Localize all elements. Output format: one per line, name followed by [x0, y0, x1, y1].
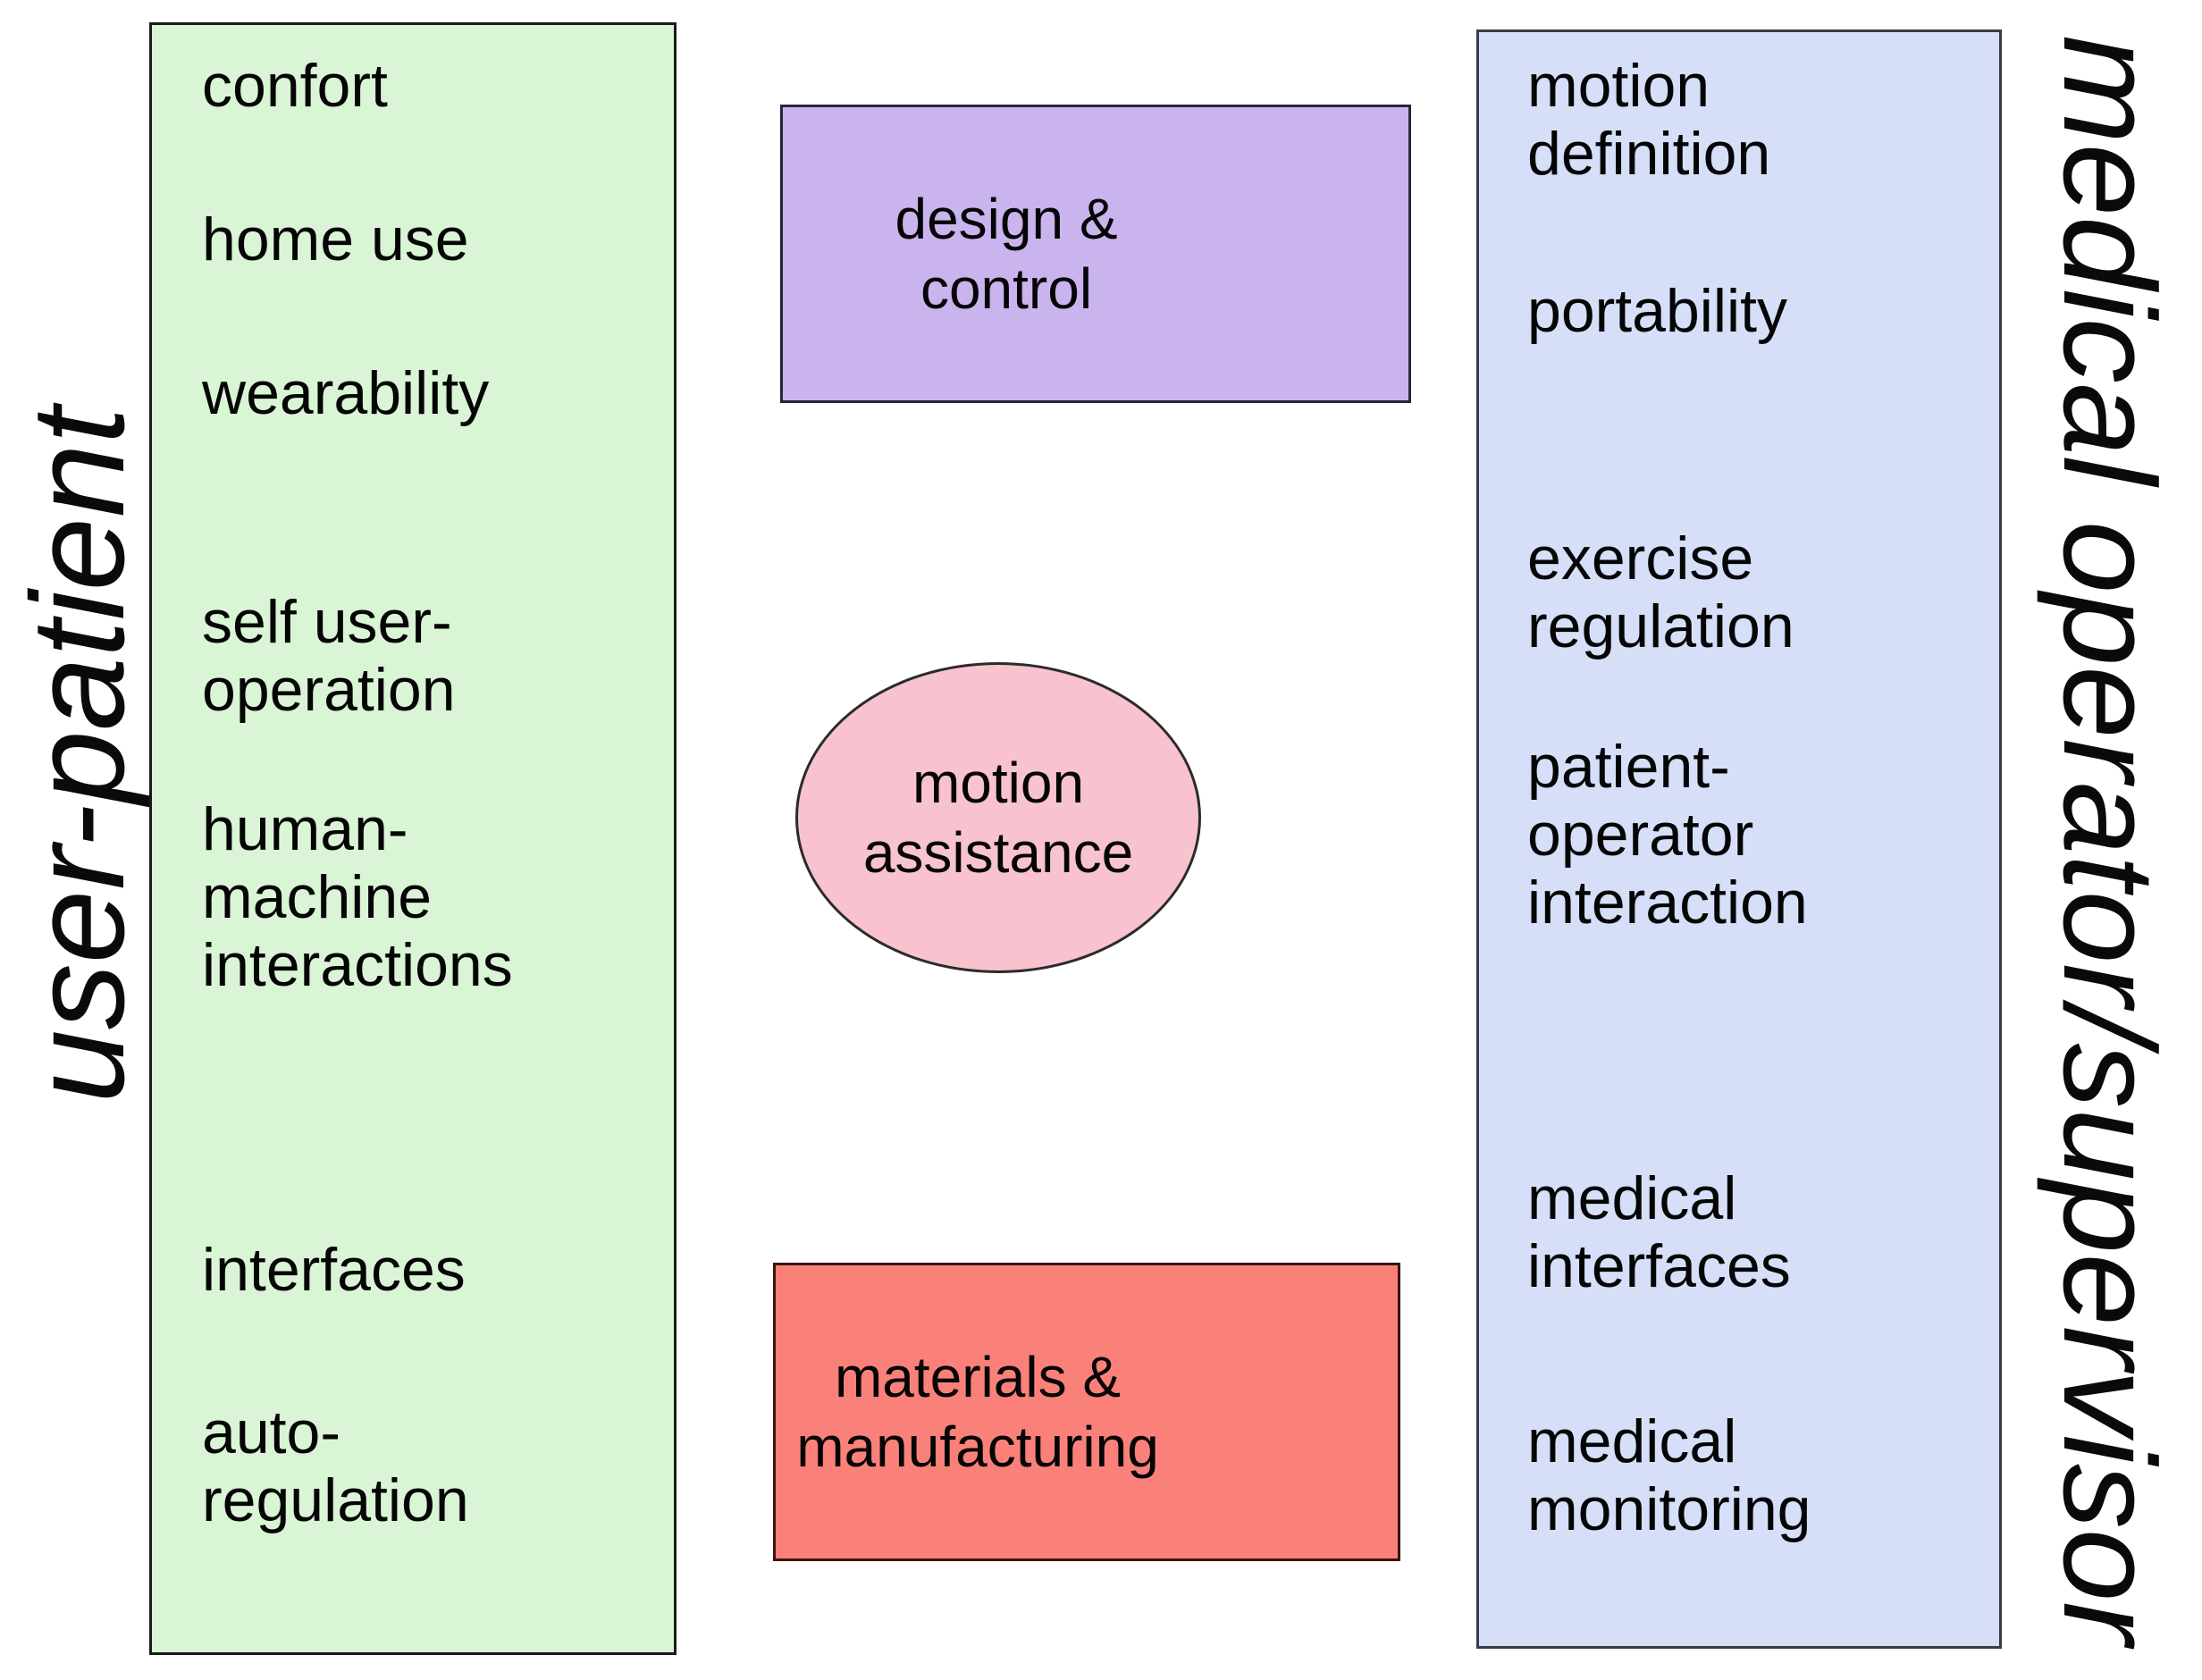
item-line: exercise: [1527, 525, 1754, 592]
item-confort: confort: [202, 52, 388, 120]
user-patient-axis-label: user-patient: [4, 407, 152, 1104]
motion-assistance-label: motion assistance: [863, 748, 1133, 887]
item-line: medical: [1527, 1164, 1737, 1232]
label-line: manufacturing: [796, 1415, 1159, 1479]
item-line: patient-: [1527, 733, 1730, 801]
item-exercise-regulation: exercise regulation: [1527, 525, 1794, 660]
item-line: machine: [202, 863, 433, 931]
medical-operator-supervisor-axis-label: medical operator/supervisor: [2037, 35, 2182, 1645]
item-line: home use: [202, 206, 469, 273]
item-line: interfaces: [1527, 1232, 1791, 1300]
motion-assistance-ellipse: motion assistance: [795, 662, 1201, 973]
item-line: definition: [1527, 120, 1771, 188]
item-line: operator: [1527, 801, 1754, 869]
item-line: confort: [202, 52, 388, 120]
label-line: motion: [912, 751, 1085, 815]
item-line: portability: [1527, 277, 1788, 345]
item-line: interaction: [1527, 869, 1808, 937]
item-patient-operator-interaction: patient- operator interaction: [1527, 733, 1808, 937]
item-line: regulation: [1527, 592, 1794, 660]
label-line: assistance: [862, 820, 1134, 885]
item-line: auto-: [202, 1399, 340, 1466]
materials-manufacturing-box: materials & manufacturing: [773, 1263, 1400, 1561]
item-home-use: home use: [202, 206, 469, 273]
label-line: control: [920, 256, 1093, 321]
item-self-user-operation: self user- operation: [202, 588, 456, 724]
item-line: medical: [1527, 1407, 1737, 1475]
item-line: operation: [202, 656, 456, 724]
item-wearability: wearability: [202, 359, 489, 427]
item-medical-interfaces: medical interfaces: [1527, 1164, 1791, 1300]
design-control-label: design & control: [783, 184, 1230, 323]
materials-manufacturing-label: materials & manufacturing: [776, 1342, 1180, 1482]
label-line: materials &: [834, 1345, 1122, 1409]
item-auto-regulation: auto- regulation: [202, 1399, 469, 1534]
item-line: regulation: [202, 1466, 469, 1534]
medical-operator-panel: motion definition portability exercise r…: [1476, 29, 2002, 1649]
design-control-box: design & control: [780, 105, 1411, 403]
user-patient-panel: confort home use wearability self user- …: [149, 22, 677, 1655]
item-human-machine-interactions: human- machine interactions: [202, 795, 513, 999]
item-portability: portability: [1527, 277, 1787, 345]
item-line: wearability: [202, 359, 490, 427]
item-motion-definition: motion definition: [1527, 52, 1770, 188]
item-interfaces: interfaces: [202, 1236, 466, 1304]
label-line: design &: [895, 187, 1118, 251]
item-line: motion: [1527, 52, 1710, 120]
item-line: interfaces: [202, 1236, 466, 1304]
item-line: monitoring: [1527, 1475, 1811, 1543]
item-line: self user-: [202, 588, 452, 656]
item-line: human-: [202, 795, 408, 863]
item-medical-monitoring: medical monitoring: [1527, 1407, 1811, 1543]
item-line: interactions: [202, 931, 513, 999]
